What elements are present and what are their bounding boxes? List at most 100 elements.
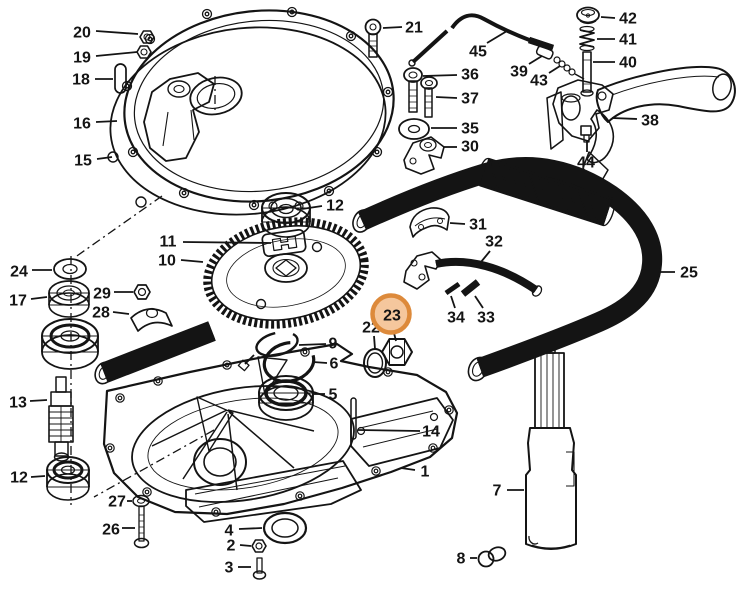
callout-27[interactable]: 27 — [108, 494, 132, 511]
callout-32[interactable]: 32 — [480, 234, 503, 263]
diagram-artwork — [41, 6, 736, 580]
callout-33[interactable]: 33 — [474, 295, 495, 327]
callout-number: 40 — [619, 55, 637, 72]
callout-37[interactable]: 37 — [435, 91, 479, 108]
leader-line — [449, 222, 466, 225]
callout-8[interactable]: 8 — [457, 551, 477, 568]
callout-number: 6 — [330, 356, 339, 373]
leader-line — [95, 30, 139, 35]
callout-38[interactable]: 38 — [611, 113, 659, 130]
part-bearing-5 — [258, 375, 314, 421]
leader-line — [180, 259, 204, 263]
part-bracket-30 — [403, 136, 445, 175]
callout-4[interactable]: 4 — [225, 523, 263, 540]
highlight-circle[interactable] — [370, 293, 412, 335]
callout-26[interactable]: 26 — [102, 522, 135, 539]
callout-41[interactable]: 41 — [597, 32, 637, 49]
callout-30[interactable]: 30 — [444, 139, 479, 156]
leader-line — [357, 429, 421, 432]
part-nut-23 — [381, 338, 413, 366]
part-pin-33 — [460, 279, 481, 297]
callout-43[interactable]: 43 — [530, 65, 561, 90]
part-rail-tube — [94, 321, 216, 385]
callout-3[interactable]: 3 — [225, 560, 251, 577]
callout-40[interactable]: 40 — [593, 55, 637, 72]
callout-13[interactable]: 13 — [9, 395, 48, 412]
callout-39[interactable]: 39 — [510, 55, 543, 81]
part-knob-42 — [576, 6, 600, 25]
callout-28[interactable]: 28 — [92, 305, 130, 322]
part-nut-19 — [136, 45, 152, 59]
part-tiller-handle-38 — [546, 65, 736, 190]
leader-line — [600, 16, 616, 19]
callout-number: 29 — [93, 286, 111, 303]
part-gear-10 — [203, 217, 369, 329]
callout-number: 9 — [329, 336, 338, 353]
callout-12[interactable]: 12 — [301, 198, 344, 215]
callout-number: 15 — [74, 153, 92, 170]
callout-number: 36 — [461, 67, 479, 84]
callout-18[interactable]: 18 — [72, 72, 113, 89]
leader-line — [450, 295, 456, 309]
callout-number: 33 — [477, 310, 495, 327]
callout-number: 32 — [485, 234, 503, 251]
part-nut-29 — [133, 284, 151, 300]
callout-23-highlighted[interactable]: 23 — [370, 293, 412, 342]
leader-line — [373, 335, 376, 350]
callout-2[interactable]: 2 — [227, 538, 252, 555]
callout-15[interactable]: 15 — [74, 153, 113, 170]
part-pinion-shaft-13 — [48, 376, 74, 462]
callout-29[interactable]: 29 — [93, 286, 133, 303]
leader-line — [435, 96, 458, 99]
callout-number: 1 — [421, 464, 430, 481]
callout-number: 12 — [10, 470, 28, 487]
callout-34[interactable]: 34 — [447, 295, 465, 327]
callout-7[interactable]: 7 — [493, 483, 524, 500]
callout-number: 38 — [641, 113, 659, 130]
callout-24[interactable]: 24 — [10, 264, 52, 281]
callout-21[interactable]: 21 — [382, 20, 423, 37]
callout-number: 44 — [577, 155, 595, 172]
leader-line — [528, 55, 543, 65]
callout-5[interactable]: 5 — [314, 387, 338, 404]
callout-number: 30 — [461, 139, 479, 156]
callout-number: 41 — [619, 32, 637, 49]
leader-line — [312, 361, 328, 364]
callout-44[interactable]: 44 — [577, 141, 595, 172]
part-housing-1 — [102, 342, 459, 523]
callout-12[interactable]: 12 — [10, 470, 46, 487]
part-tube-25 — [352, 157, 663, 382]
leader-line — [480, 250, 491, 263]
callout-19[interactable]: 19 — [73, 50, 138, 67]
part-clamp-31 — [409, 207, 450, 238]
callout-1[interactable]: 1 — [400, 464, 430, 481]
part-connector-39 — [535, 45, 554, 60]
leader-line — [400, 467, 416, 471]
callout-16[interactable]: 16 — [73, 116, 118, 133]
leader-line — [298, 343, 327, 346]
callout-number: 12 — [326, 198, 344, 215]
callout-number: 3 — [225, 560, 234, 577]
callout-6[interactable]: 6 — [312, 356, 339, 373]
callout-31[interactable]: 31 — [449, 217, 487, 234]
callout-number: 27 — [108, 494, 126, 511]
callout-36[interactable]: 36 — [422, 67, 479, 84]
part-bearing-cup-17 — [48, 280, 90, 318]
callout-9[interactable]: 9 — [298, 336, 338, 353]
part-plug-8 — [477, 546, 507, 568]
callout-14[interactable]: 14 — [357, 424, 440, 441]
callout-45[interactable]: 45 — [469, 30, 508, 61]
callout-25[interactable]: 25 — [654, 265, 698, 282]
part-nut-2 — [251, 539, 267, 553]
leader-line — [30, 296, 48, 300]
callout-42[interactable]: 42 — [600, 11, 637, 28]
part-clamp-28 — [130, 307, 173, 332]
part-bolt-36 — [403, 67, 423, 113]
callout-17[interactable]: 17 — [9, 293, 48, 310]
callout-10[interactable]: 10 — [158, 253, 204, 270]
callout-35[interactable]: 35 — [431, 121, 479, 138]
leader-line — [95, 51, 138, 57]
callout-11[interactable]: 11 — [160, 234, 272, 251]
cover-bolt-ears — [121, 6, 394, 211]
callout-20[interactable]: 20 — [73, 25, 139, 42]
